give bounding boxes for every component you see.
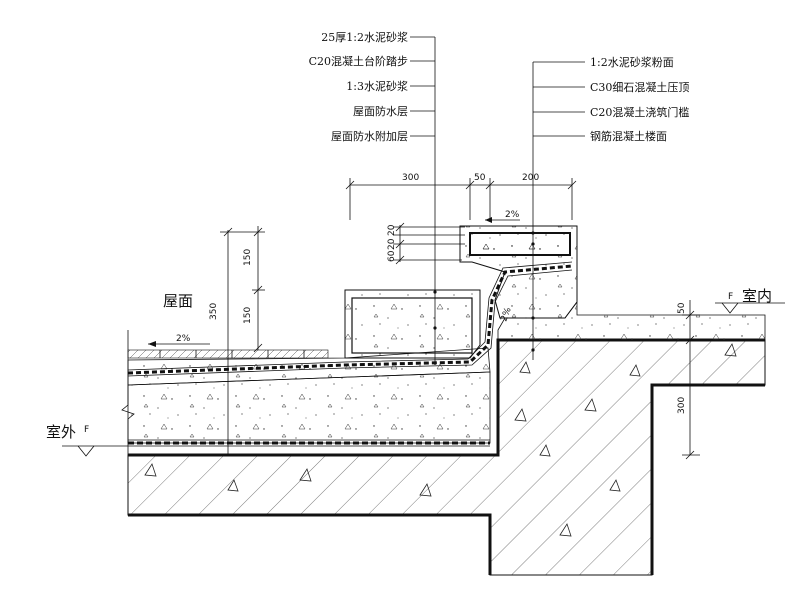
- slab-aggregate-marks: [144, 343, 737, 537]
- dim-top-200: 200: [522, 173, 539, 183]
- label-c30-coping: C30细石混凝土压顶: [590, 80, 689, 94]
- zone-indoor: 室内: [742, 287, 772, 305]
- dim-top-300: 300: [402, 173, 419, 183]
- label-mortar-13: 1:3水泥砂浆: [346, 79, 408, 93]
- label-roof-waterproof: 屋面防水层: [353, 104, 408, 118]
- break-line-left: [121, 330, 135, 455]
- left-leader-group: [410, 36, 437, 365]
- threshold-slope-text: 2%: [505, 210, 520, 220]
- left-dimension-line: [220, 226, 265, 455]
- dim-threshold-20a: 20: [387, 224, 397, 236]
- indoor-floor-finish: [497, 300, 766, 341]
- label-mortar-25: 25厚1:2水泥砂浆: [321, 30, 408, 44]
- dim-left-350: 350: [209, 303, 219, 320]
- dim-left-150a: 150: [243, 249, 253, 266]
- indoor-level-marker: [715, 302, 785, 314]
- dim-right-50: 50: [677, 302, 687, 314]
- zone-roof: 屋面: [163, 292, 193, 310]
- dim-threshold-20b: 20: [387, 238, 397, 250]
- dim-top-50: 50: [474, 173, 486, 183]
- concrete-step: [344, 289, 481, 359]
- outdoor-level-text: F: [84, 425, 89, 435]
- ceiling-line-left: [128, 513, 492, 575]
- roof-slope-text: 2%: [176, 334, 191, 344]
- dim-left-150b: 150: [243, 307, 253, 324]
- top-dimension-line: [345, 178, 577, 220]
- right-dimension-line: [682, 300, 700, 460]
- threshold-dimension-line: [393, 222, 465, 265]
- outdoor-level-marker: [62, 445, 128, 457]
- dim-threshold-60: 60: [387, 250, 397, 262]
- label-roof-waterproof-extra: 屋面防水附加层: [331, 129, 408, 143]
- label-rc-floor: 钢筋混凝土楼面: [590, 129, 667, 143]
- ceiling-line-right: [650, 383, 765, 575]
- label-c20-step: C20混凝土台阶踏步: [309, 54, 408, 68]
- right-leader-group: [531, 61, 585, 360]
- threshold-coping: [469, 232, 571, 256]
- label-mortar-finish: 1:2水泥砂浆粉面: [590, 55, 674, 69]
- zone-outdoor: 室外: [46, 423, 76, 441]
- dim-right-300: 300: [677, 397, 687, 414]
- indoor-level-text: F: [728, 292, 733, 302]
- label-c20-threshold: C20混凝土浇筑门槛: [590, 105, 689, 119]
- step-core: [351, 297, 473, 354]
